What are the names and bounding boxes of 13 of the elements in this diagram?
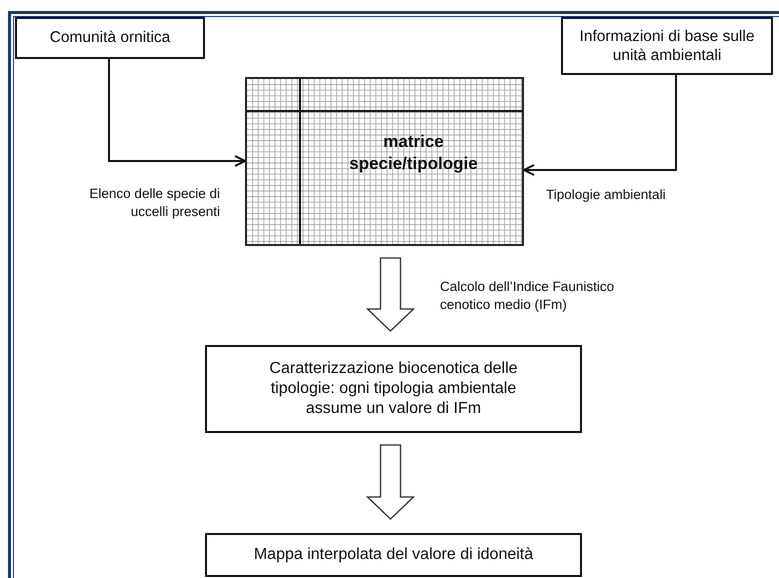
process-box xyxy=(561,17,773,75)
box-text: Informazioni di base sulle unità ambientali xyxy=(578,26,756,66)
arrow xyxy=(523,75,677,176)
process-box xyxy=(15,17,205,59)
arrow xyxy=(108,59,246,167)
process-box xyxy=(205,533,582,577)
box-text: Caratterizzazione biocenotica delle tipologie: ogni tipologia ambientale assume un valore di IFm xyxy=(268,359,519,419)
process-box xyxy=(205,345,582,433)
box-text: Comunità ornitica xyxy=(50,28,170,48)
box-text: Mappa interpolata del valore di idoneità xyxy=(254,545,534,565)
block-arrow xyxy=(366,444,416,520)
matrix-title: matrice specie/tipologie xyxy=(348,131,479,174)
block-arrow xyxy=(366,257,416,332)
